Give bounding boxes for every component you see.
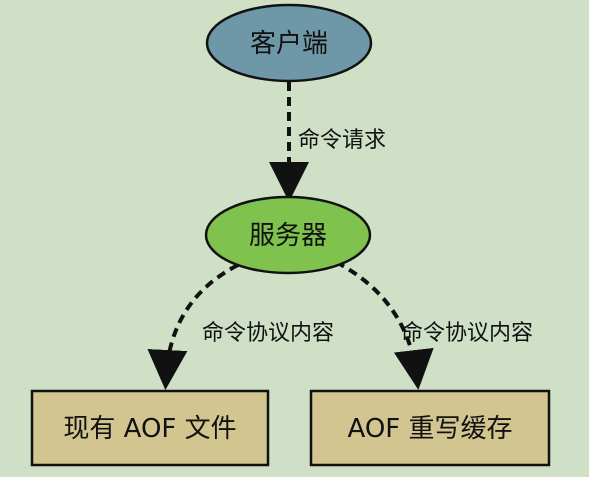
node-server-shape	[204, 195, 372, 275]
node-existing-aof-file: 现有 AOF 文件	[30, 389, 270, 467]
node-client-shape	[205, 3, 373, 83]
edge-line-server-to-existing-aof	[147, 263, 239, 390]
node-server-label: 服务器	[249, 221, 327, 251]
node-aof-rewrite-buffer: AOF 重写缓存	[309, 389, 551, 467]
edge-client-to-server: 命令请求	[269, 82, 386, 202]
node-existing-aof-file-shape	[30, 389, 270, 467]
edge-line-server-to-rewrite-buffer	[335, 260, 434, 390]
edge-server-to-rewrite-buffer: 命令协议内容	[335, 260, 533, 390]
edge-label-protocol-content-left: 命令协议内容	[202, 321, 334, 346]
node-server: 服务器	[204, 195, 372, 275]
edge-server-to-existing-aof: 命令协议内容	[147, 263, 334, 390]
node-client: 客户端	[205, 3, 373, 83]
node-client-label: 客户端	[250, 29, 328, 59]
edge-label-command-request: 命令请求	[298, 128, 386, 153]
node-aof-rewrite-buffer-label: AOF 重写缓存	[347, 414, 512, 444]
node-existing-aof-file-label: 现有 AOF 文件	[63, 414, 236, 444]
edge-label-protocol-content-right: 命令协议内容	[401, 321, 533, 346]
node-aof-rewrite-buffer-shape	[309, 389, 551, 467]
